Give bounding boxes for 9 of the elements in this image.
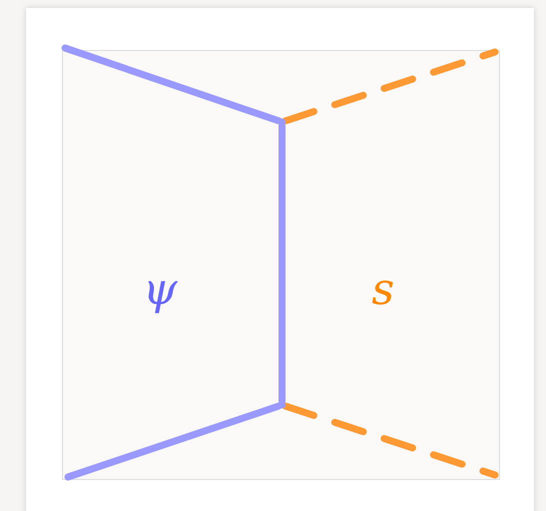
solid-line (64, 402, 282, 480)
particle-label: s (372, 268, 394, 312)
particle-label: ψ (142, 268, 178, 312)
dashed-line (282, 48, 498, 124)
dashed-line (282, 402, 498, 478)
vertex-dot (278, 118, 286, 126)
vertex-dot (278, 402, 286, 408)
solid-line (278, 122, 286, 405)
solid-line (62, 44, 282, 124)
